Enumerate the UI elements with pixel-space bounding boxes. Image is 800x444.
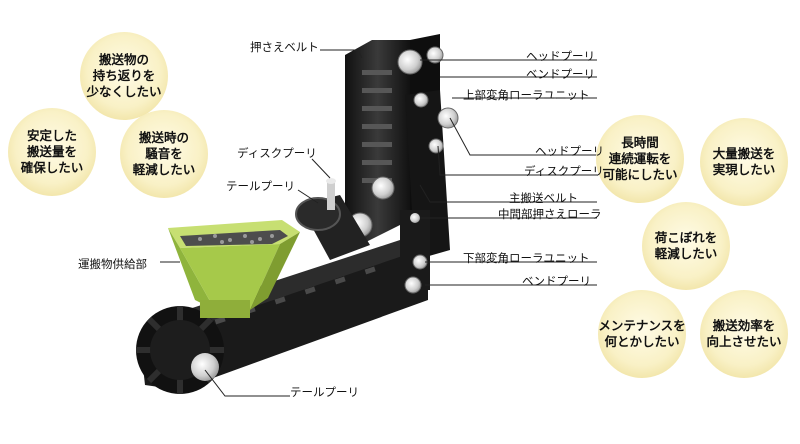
bubble-text: 大量搬送を 実現したい — [712, 146, 776, 177]
label-upper-roller-unit: 上部変角ローラユニット — [463, 88, 590, 102]
label-main-belt: 主搬送ベルト — [509, 191, 578, 205]
label-head-pulley-1: ヘッドプーリ — [526, 49, 595, 63]
bubble-text: 搬送時の 騒音を 軽減したい — [132, 130, 196, 177]
label-tail-pulley-bottom: テールプーリ — [290, 385, 359, 399]
label-middle-roller: 中間部押さえローラ — [498, 207, 602, 221]
label-head-pulley-2: ヘッドプーリ — [535, 144, 604, 158]
label-feed-section: 運搬物供給部 — [78, 257, 147, 271]
label-osae-belt: 押さえベルト — [250, 40, 319, 54]
bubble-reduce-spillage: 荷こぼれを 軽減したい — [642, 202, 730, 290]
bubble-maintenance: メンテナンスを 何とかしたい — [598, 290, 686, 378]
bubble-long-operation: 長時間 連続運転を 可能にしたい — [596, 115, 684, 203]
disc-pulley-drum — [295, 178, 370, 260]
bubble-efficiency: 搬送効率を 向上させたい — [700, 290, 788, 378]
bubble-text: 荷こぼれを 軽減したい — [654, 230, 718, 261]
bubble-text: 搬送効率を 向上させたい — [706, 318, 782, 349]
bubble-text: 安定した 搬送量を 確保したい — [20, 128, 84, 175]
label-disc-pulley-right: ディスクプーリ — [524, 164, 604, 178]
bubble-reduce-carryback: 搬送物の 持ち返りを 少なくしたい — [80, 32, 168, 120]
bubble-text: 搬送物の 持ち返りを 少なくしたい — [86, 52, 162, 99]
feed-hopper — [168, 220, 300, 318]
label-tail-pulley-top: テールプーリ — [226, 179, 295, 193]
label-bend-pulley-2: ベンドプーリ — [522, 274, 591, 288]
label-lower-roller-unit: 下部変角ローラユニット — [463, 251, 590, 265]
bubble-text: 長時間 連続運転を 可能にしたい — [602, 135, 678, 182]
label-bend-pulley-1: ベンドプーリ — [526, 67, 595, 81]
tail-pulley-bottom-graphic — [136, 306, 224, 394]
bubble-text: メンテナンスを 何とかしたい — [598, 318, 686, 349]
leader-lines — [160, 49, 597, 397]
bubble-reduce-noise: 搬送時の 騒音を 軽減したい — [120, 110, 208, 198]
bubble-mass-transport: 大量搬送を 実現したい — [700, 118, 788, 206]
label-disc-pulley-left: ディスクプーリ — [237, 146, 317, 160]
bubble-stable-volume: 安定した 搬送量を 確保したい — [8, 108, 96, 196]
